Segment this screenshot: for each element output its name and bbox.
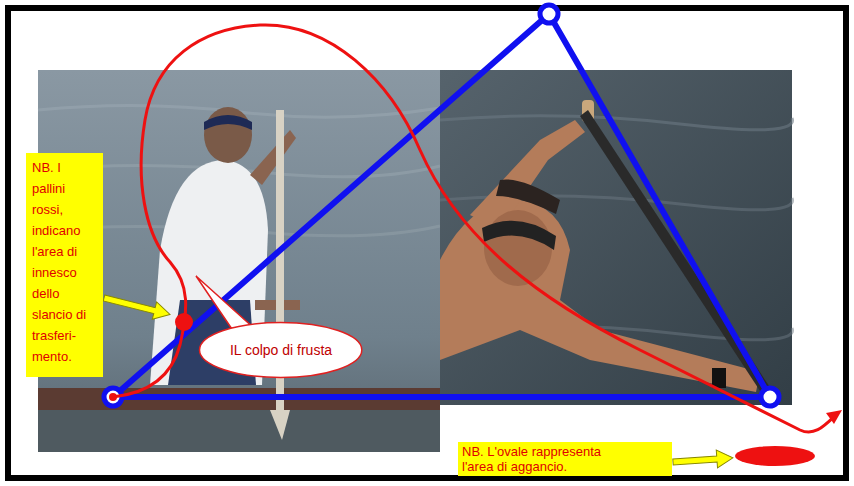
note-text: NB. I pallini rossi, indicano l'area di … — [32, 157, 97, 367]
frame — [8, 8, 846, 478]
blue-triangle — [104, 5, 779, 406]
note-box: NB. I pallini rossi, indicano l'area di … — [26, 153, 103, 377]
speech-bubble: IL colpo di frusta — [198, 321, 363, 379]
right-photo — [440, 70, 793, 405]
red-trajectory — [109, 25, 842, 466]
yellow-arrow — [102, 289, 172, 323]
bubble-ellipse — [200, 323, 362, 378]
note-text: NB. L'ovale rappresenta l'area di agganc… — [462, 444, 627, 474]
note-box: NB. L'ovale rappresenta l'area di agganc… — [458, 442, 672, 476]
yellow-arrow — [672, 449, 733, 471]
bubble-text: IL colpo di frusta — [230, 342, 332, 359]
